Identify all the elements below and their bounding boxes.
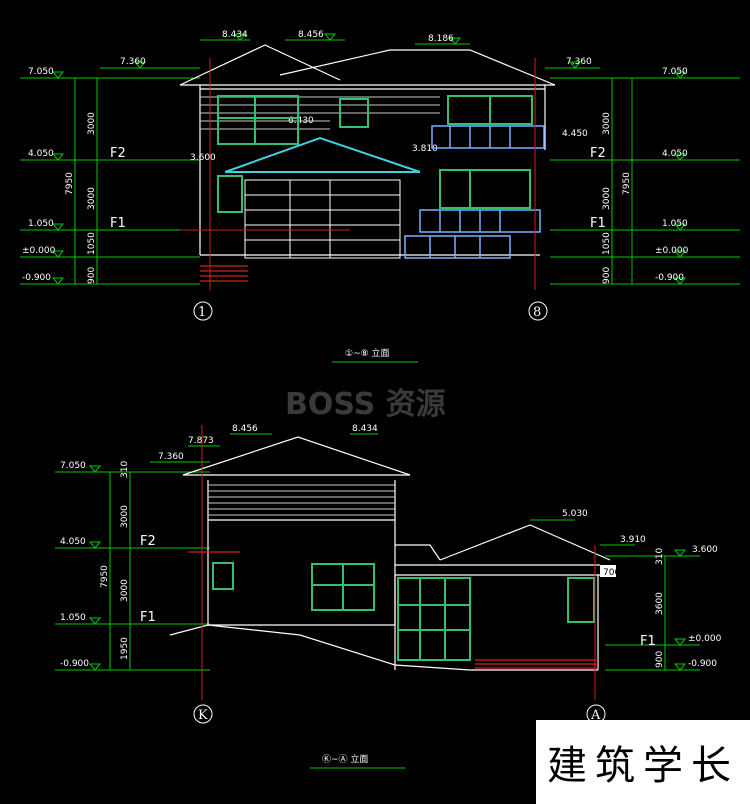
mid-mark-0: 3.600 — [190, 153, 216, 163]
b-level-right-1: ±0.000 — [688, 634, 722, 644]
top-building — [179, 44, 556, 256]
b-level-right-2: -0.900 — [688, 659, 717, 669]
b-level-left-0: 7.050 — [60, 461, 86, 471]
roof-mark-1: 8.456 — [298, 30, 324, 40]
dim-right-1: 3000 — [602, 187, 612, 210]
dim-total-right: 7950 — [622, 172, 632, 195]
b-dim-right-1: 3600 — [655, 592, 665, 615]
b-dim-left-2: 3000 — [120, 579, 130, 602]
b-dim-left-1: 3000 — [120, 505, 130, 528]
bottom-elevation: 7.050 4.050 1.050 -0.900 3.600 ±0.000 -0… — [55, 424, 722, 769]
dim-left-0: 3000 — [87, 112, 97, 135]
callout-label: 700 — [603, 568, 620, 578]
b-level-left-2: 1.050 — [60, 613, 86, 623]
b-level-left-1: 4.050 — [60, 537, 86, 547]
b-dim-right-0: 310 — [655, 548, 665, 565]
mid-mark-1: 3.810 — [412, 144, 438, 154]
b-floor-label-f2: F2 — [140, 534, 156, 549]
roof-mark-0: 8.434 — [222, 30, 248, 40]
level-left-1: 4.050 — [28, 149, 54, 159]
floor-label-f2-right: F2 — [590, 146, 606, 161]
level-right-2: 1.050 — [662, 219, 688, 229]
b-floor-label-f1-right: F1 — [640, 634, 656, 649]
axis-label-left: 1 — [198, 305, 206, 320]
b-roof-mark-5: 3.910 — [620, 535, 646, 545]
dim-right-0: 3000 — [602, 112, 612, 135]
level-right-3: ±0.000 — [655, 246, 689, 256]
b-axis-label-left: K — [198, 708, 208, 723]
b-dim-total: 7950 — [100, 565, 110, 588]
b-roof-mark-0: 8.456 — [232, 424, 258, 434]
level-left-0: 7.050 — [28, 67, 54, 77]
dim-left-2: 1050 — [87, 232, 97, 255]
eave-left: 7.360 — [120, 57, 146, 67]
b-dim-left-0: 310 — [120, 461, 130, 478]
brand-box: 建筑学长 — [536, 720, 750, 804]
brand-text: 建筑学长 — [547, 743, 739, 789]
top-elevation: 7.050 4.050 1.050 ±0.000 -0.900 7.050 4.… — [20, 30, 740, 363]
top-elevation-title: ①~⑧ 立面 — [345, 347, 390, 359]
floor-label-f1-right: F1 — [590, 216, 606, 231]
b-axis-label-right: A — [590, 708, 601, 723]
b-floor-label-f1: F1 — [140, 610, 156, 625]
floor-label-f2-left: F2 — [110, 146, 126, 161]
b-roof-mark-3: 7.360 — [158, 452, 184, 462]
dim-right-3: 900 — [602, 267, 612, 284]
dim-left-1: 3000 — [87, 187, 97, 210]
dim-left-3: 900 — [87, 267, 97, 284]
level-right-4: -0.900 — [655, 273, 684, 283]
b-dim-left-3: 1950 — [120, 637, 130, 660]
bottom-building — [169, 436, 611, 671]
roof-mark-2: 8.186 — [428, 34, 454, 44]
b-level-left-3: -0.900 — [60, 659, 89, 669]
b-dim-right-2: 900 — [655, 651, 665, 668]
mid-mark-2: 4.450 — [562, 129, 588, 139]
level-right-1: 4.050 — [662, 149, 688, 159]
level-left-4: -0.900 — [22, 273, 51, 283]
level-right-0: 7.050 — [662, 67, 688, 77]
dim-right-2: 1050 — [602, 232, 612, 255]
floor-label-f1-left: F1 — [110, 216, 126, 231]
b-roof-mark-1: 8.434 — [352, 424, 378, 434]
b-roof-mark-4: 5.030 — [562, 509, 588, 519]
axis-label-right: 8 — [533, 305, 541, 320]
dim-total-left: 7950 — [65, 172, 75, 195]
b-roof-mark-2: 7.873 — [188, 436, 214, 446]
bottom-elevation-title: Ⓚ~Ⓐ 立面 — [322, 753, 368, 765]
level-left-3: ±0.000 — [22, 246, 56, 256]
eave-right: 7.360 — [566, 57, 592, 67]
b-level-right-0: 3.600 — [692, 545, 718, 555]
level-left-2: 1.050 — [28, 219, 54, 229]
watermark: BOSS 资源 — [285, 387, 446, 422]
